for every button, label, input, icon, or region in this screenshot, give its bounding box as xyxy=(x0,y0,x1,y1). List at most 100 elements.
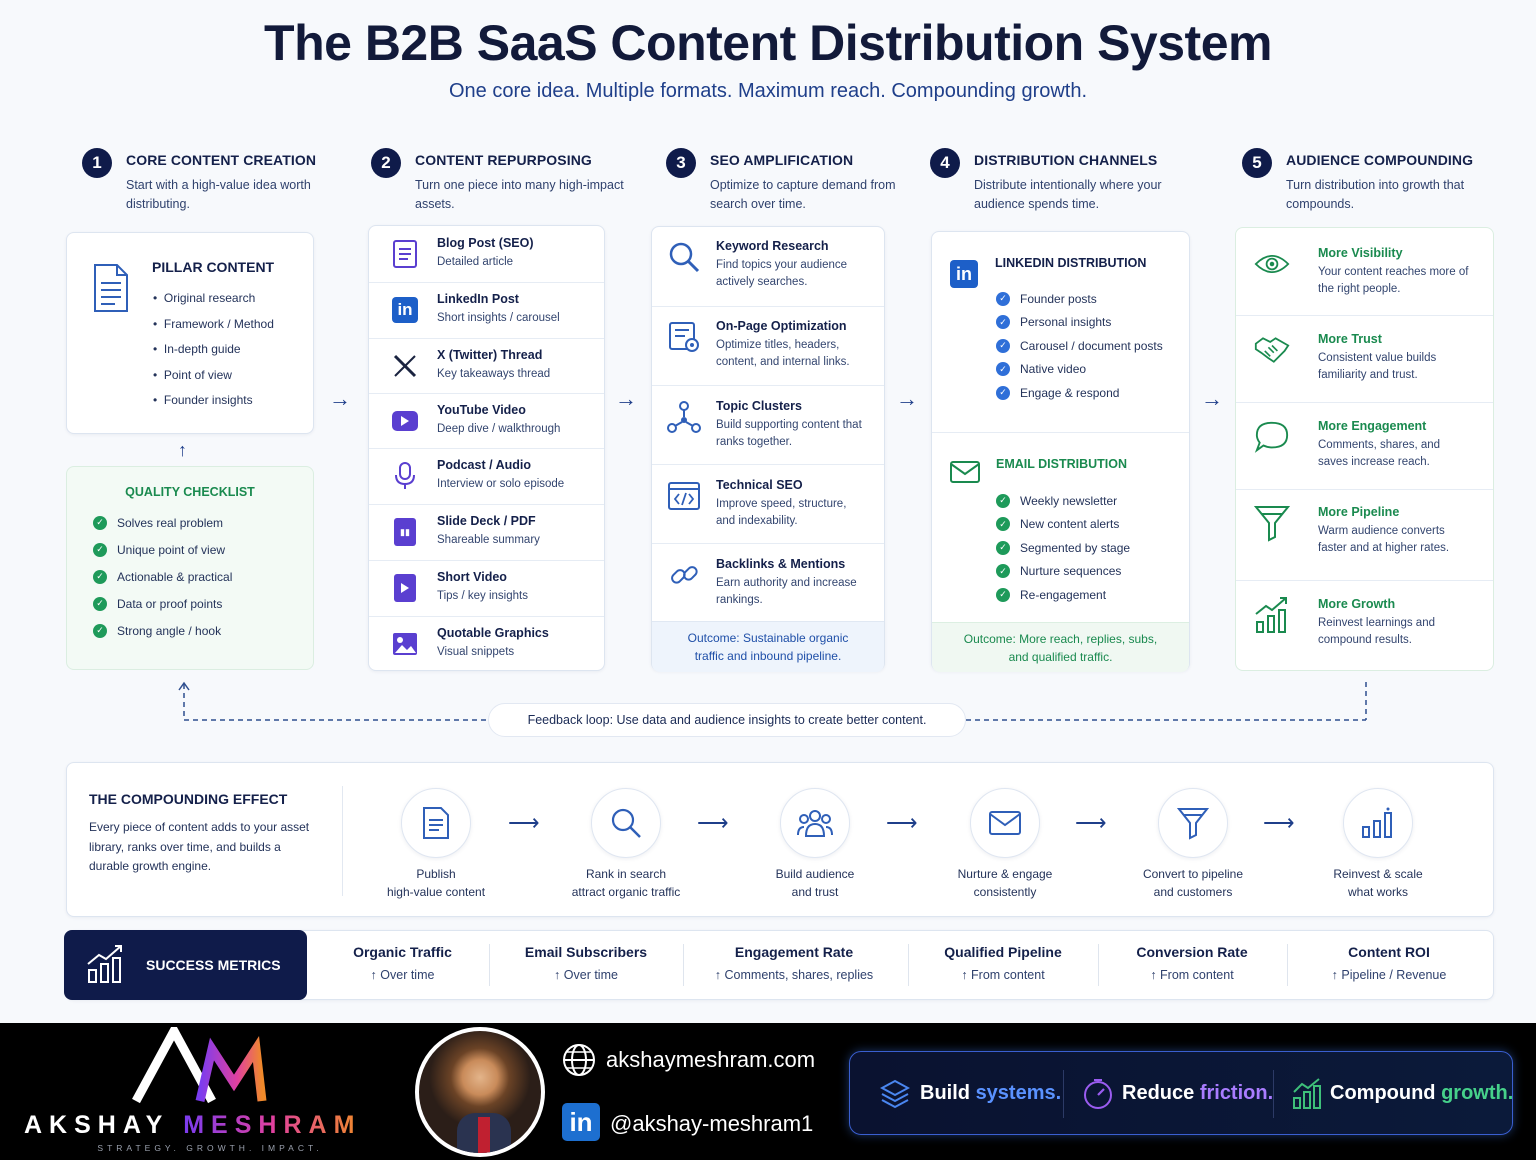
mail-icon xyxy=(950,461,980,483)
item-title: On-Page Optimization xyxy=(716,319,847,333)
distribution-card: in LINKEDIN DISTRIBUTION ✓Founder posts … xyxy=(931,231,1190,672)
check-icon: ✓ xyxy=(93,623,107,638)
seo-outcome: Outcome: Sustainable organic traffic and… xyxy=(687,631,849,663)
email-distribution-title: EMAIL DISTRIBUTION xyxy=(996,457,1128,471)
item-title: Short Video xyxy=(437,570,507,584)
item-desc: Find topics your audience actively searc… xyxy=(716,259,848,288)
distribution-outcome-box: Outcome: More reach, replies, subs, and … xyxy=(932,622,1189,672)
metric-item: Email Subscribers↑ Over time xyxy=(524,944,648,982)
check-icon: ✓ xyxy=(996,315,1010,330)
success-metrics-label: SUCCESS METRICS xyxy=(146,957,281,973)
check-icon: ✓ xyxy=(996,564,1010,579)
divider xyxy=(908,944,909,986)
step-description: Turn distribution into growth that compo… xyxy=(1286,178,1465,211)
item-desc: Improve speed, structure, and indexabili… xyxy=(716,498,847,527)
linkedin-list: ✓Founder posts ✓Personal insights ✓Carou… xyxy=(996,287,1163,405)
right-arrow-icon: ⟶ xyxy=(886,810,918,835)
eye-icon xyxy=(1254,246,1290,282)
document-icon xyxy=(94,264,128,312)
item-desc: Detailed article xyxy=(437,256,514,268)
search-icon xyxy=(666,239,702,275)
divider xyxy=(683,944,684,986)
item-title: More Pipeline xyxy=(1318,505,1400,519)
people-icon xyxy=(797,810,833,837)
step-description: Distribute intentionally where your audi… xyxy=(974,178,1162,211)
brand-tagline: STRATEGY. GROWTH. IMPACT. xyxy=(97,1143,323,1153)
flow-node-convert xyxy=(1158,788,1228,858)
right-arrow-icon: ⟶ xyxy=(508,810,540,835)
email-item: ✓New content alerts xyxy=(996,513,1130,537)
linkedin-handle-link[interactable]: @akshay-meshram1 xyxy=(610,1111,814,1136)
play-icon xyxy=(387,570,423,606)
check-icon: ✓ xyxy=(996,587,1010,602)
item-desc: Build supporting content that ranks toge… xyxy=(716,419,862,448)
item-title: More Growth xyxy=(1318,597,1396,611)
item-title: More Visibility xyxy=(1318,246,1403,260)
item-title: Slide Deck / PDF xyxy=(437,514,536,528)
linkedin-item: ✓Native video xyxy=(996,358,1163,382)
link-icon xyxy=(666,557,702,593)
code-icon xyxy=(666,478,702,514)
step-4-header: 4 DISTRIBUTION CHANNELS Distribute inten… xyxy=(930,146,1190,216)
pillar-list: • Original research • Framework / Method… xyxy=(153,291,274,419)
page-subtitle: One core idea. Multiple formats. Maximum… xyxy=(448,80,1088,102)
linkedin-item: ✓Carousel / document posts xyxy=(996,334,1163,358)
page-title: The B2B SaaS Content Distribution System xyxy=(264,15,1272,71)
step-5-header: 5 AUDIENCE COMPOUNDING Turn distribution… xyxy=(1242,146,1512,216)
step-title: DISTRIBUTION CHANNELS xyxy=(974,152,1158,168)
checklist-item: ✓Solves real problem xyxy=(93,509,232,536)
step-number: 3 xyxy=(666,148,696,178)
growth-chart-icon xyxy=(1254,597,1290,633)
step-title: CORE CONTENT CREATION xyxy=(126,152,317,168)
step-description: Start with a high-value idea worth distr… xyxy=(126,178,311,211)
divider xyxy=(342,786,343,896)
check-icon: ✓ xyxy=(93,542,107,557)
flow-node-rank xyxy=(591,788,661,858)
settings-page-icon xyxy=(666,319,702,355)
right-arrow-icon: → xyxy=(896,386,918,411)
website-link[interactable]: akshaymeshram.com xyxy=(606,1047,816,1072)
check-icon: ✓ xyxy=(93,569,107,584)
avatar xyxy=(415,1027,545,1157)
item-desc: Tips / key insights xyxy=(437,590,528,602)
checklist-title: QUALITY CHECKLIST xyxy=(125,485,255,499)
brand-name: AKSHAY MESHRAM xyxy=(24,1111,362,1139)
email-item: ✓Re-engagement xyxy=(996,583,1130,607)
feedback-loop-label: Feedback loop: Use data and audience ins… xyxy=(488,703,966,737)
item-desc: Reinvest learnings and compound results. xyxy=(1318,617,1435,646)
mail-icon xyxy=(989,811,1021,835)
item-desc: Earn authority and increase rankings. xyxy=(716,577,857,606)
step-title: SEO AMPLIFICATION xyxy=(710,152,854,168)
linkedin-icon: in xyxy=(562,1103,600,1141)
step-title: CONTENT REPURPOSING xyxy=(415,152,592,168)
logo-mark: AM xyxy=(130,1021,270,1105)
checklist-item: ✓Strong angle / hook xyxy=(93,617,232,644)
item-title: More Trust xyxy=(1318,332,1382,346)
divider xyxy=(1287,944,1288,986)
document-icon xyxy=(387,236,423,272)
item-desc: Interview or solo episode xyxy=(437,478,565,490)
right-arrow-icon: ⟶ xyxy=(697,810,729,835)
item-desc: Deep dive / walkthrough xyxy=(437,423,561,435)
bar-chart-icon xyxy=(1362,807,1392,838)
funnel-icon xyxy=(1177,808,1209,840)
item-title: YouTube Video xyxy=(437,403,526,417)
step-number: 1 xyxy=(82,148,112,178)
check-icon: ✓ xyxy=(996,291,1010,306)
item-title: More Engagement xyxy=(1318,419,1427,433)
slogan-build: Build systems. xyxy=(920,1082,1062,1104)
check-icon: ✓ xyxy=(996,540,1010,555)
